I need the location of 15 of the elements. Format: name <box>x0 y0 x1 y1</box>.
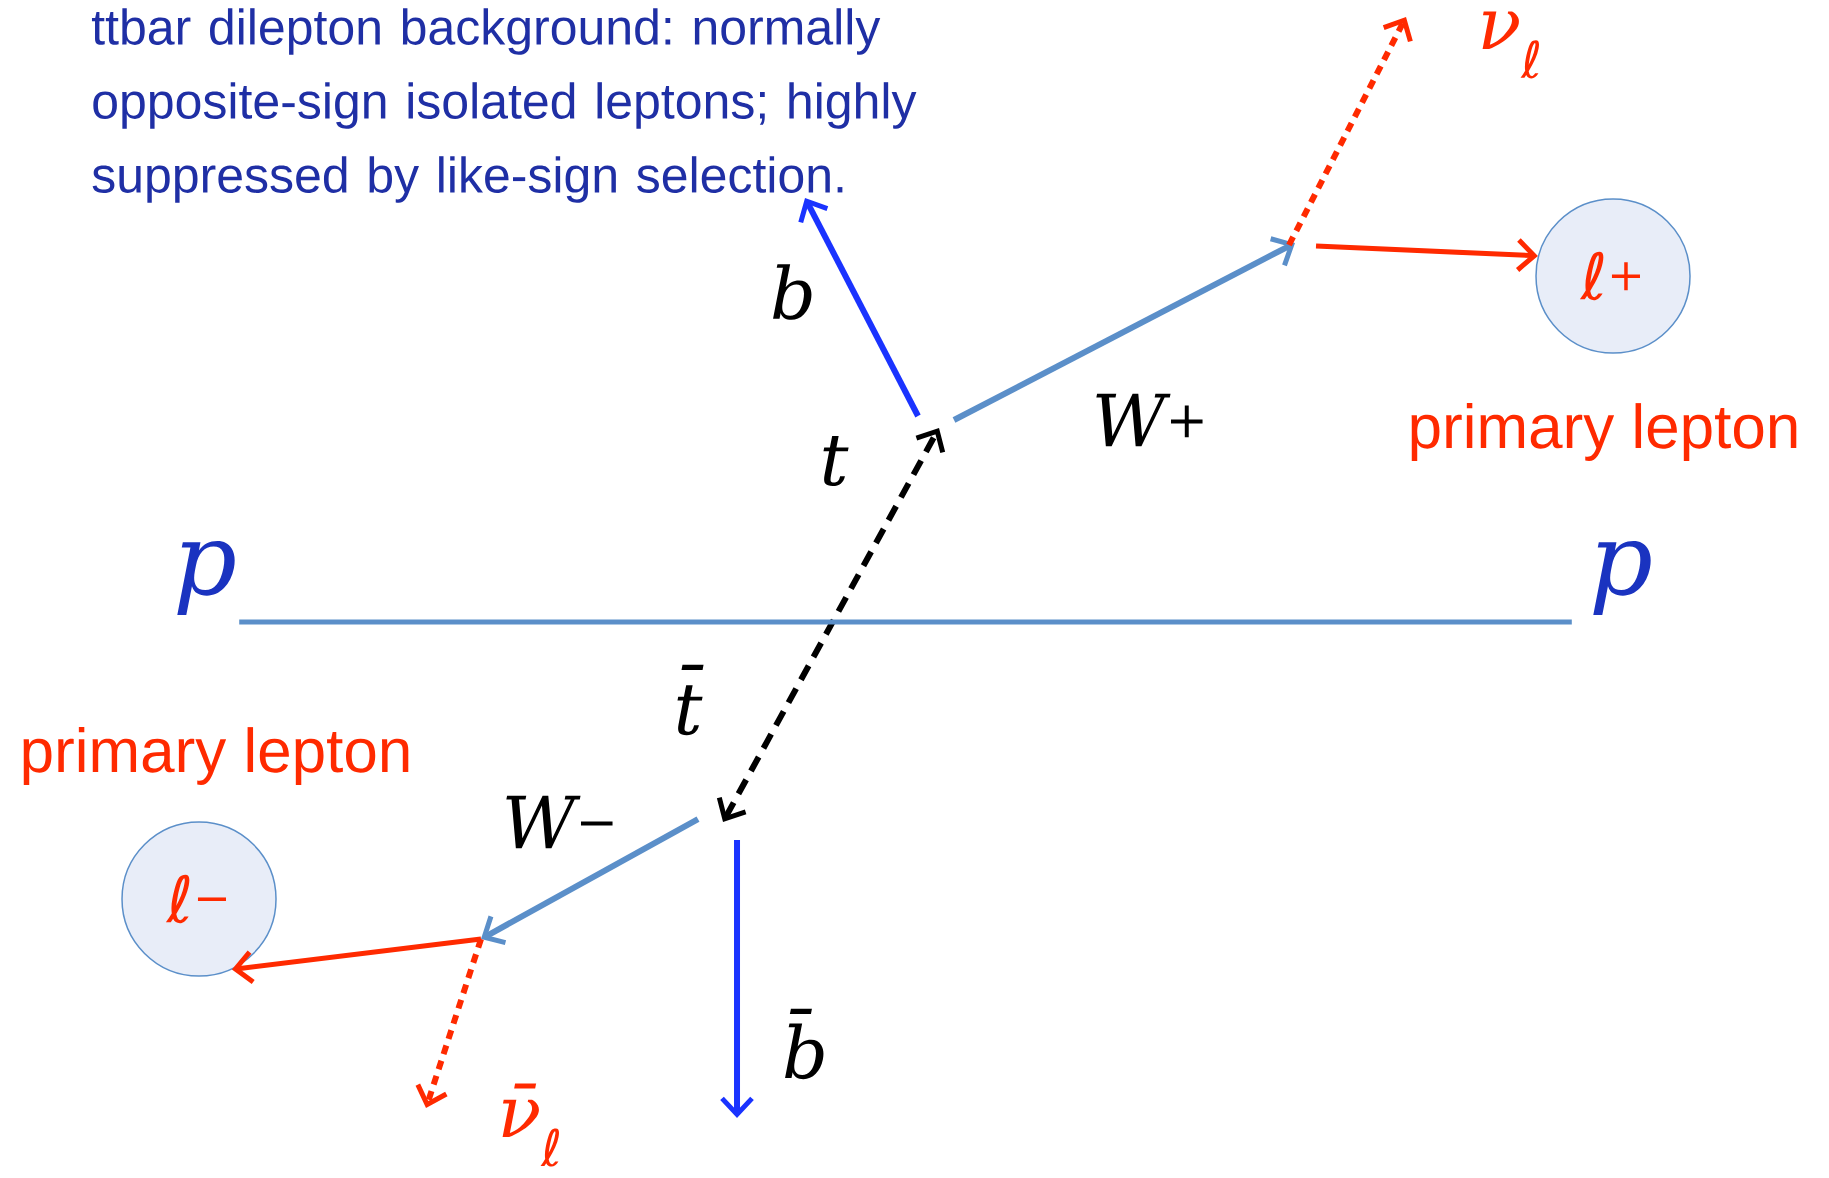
particle-label: t̄ <box>677 664 704 736</box>
particle-label: t <box>823 436 849 486</box>
particle-label: b <box>773 264 812 320</box>
caption-text: primary lepton <box>1411 403 1797 461</box>
arrow <box>1315 238 1538 272</box>
note-text: ttbar dilepton background: normally opposite-sign isolated leptons; highly suppressed by like-sign selection. <box>91 8 917 203</box>
particle-label: ν̄$_{ℓ}$ <box>502 1083 559 1167</box>
particle-label: b̄ <box>785 1008 824 1080</box>
particle-label: W$^{−}$ <box>506 795 613 849</box>
arrow <box>231 936 482 984</box>
particle-label: W$^{+}$ <box>1096 393 1203 447</box>
caption-text: primary lepton <box>23 727 409 785</box>
particle-label: ν$_{ℓ}$ <box>1482 11 1539 79</box>
proton-label: p <box>177 540 235 616</box>
proton-label: p <box>1593 540 1651 616</box>
